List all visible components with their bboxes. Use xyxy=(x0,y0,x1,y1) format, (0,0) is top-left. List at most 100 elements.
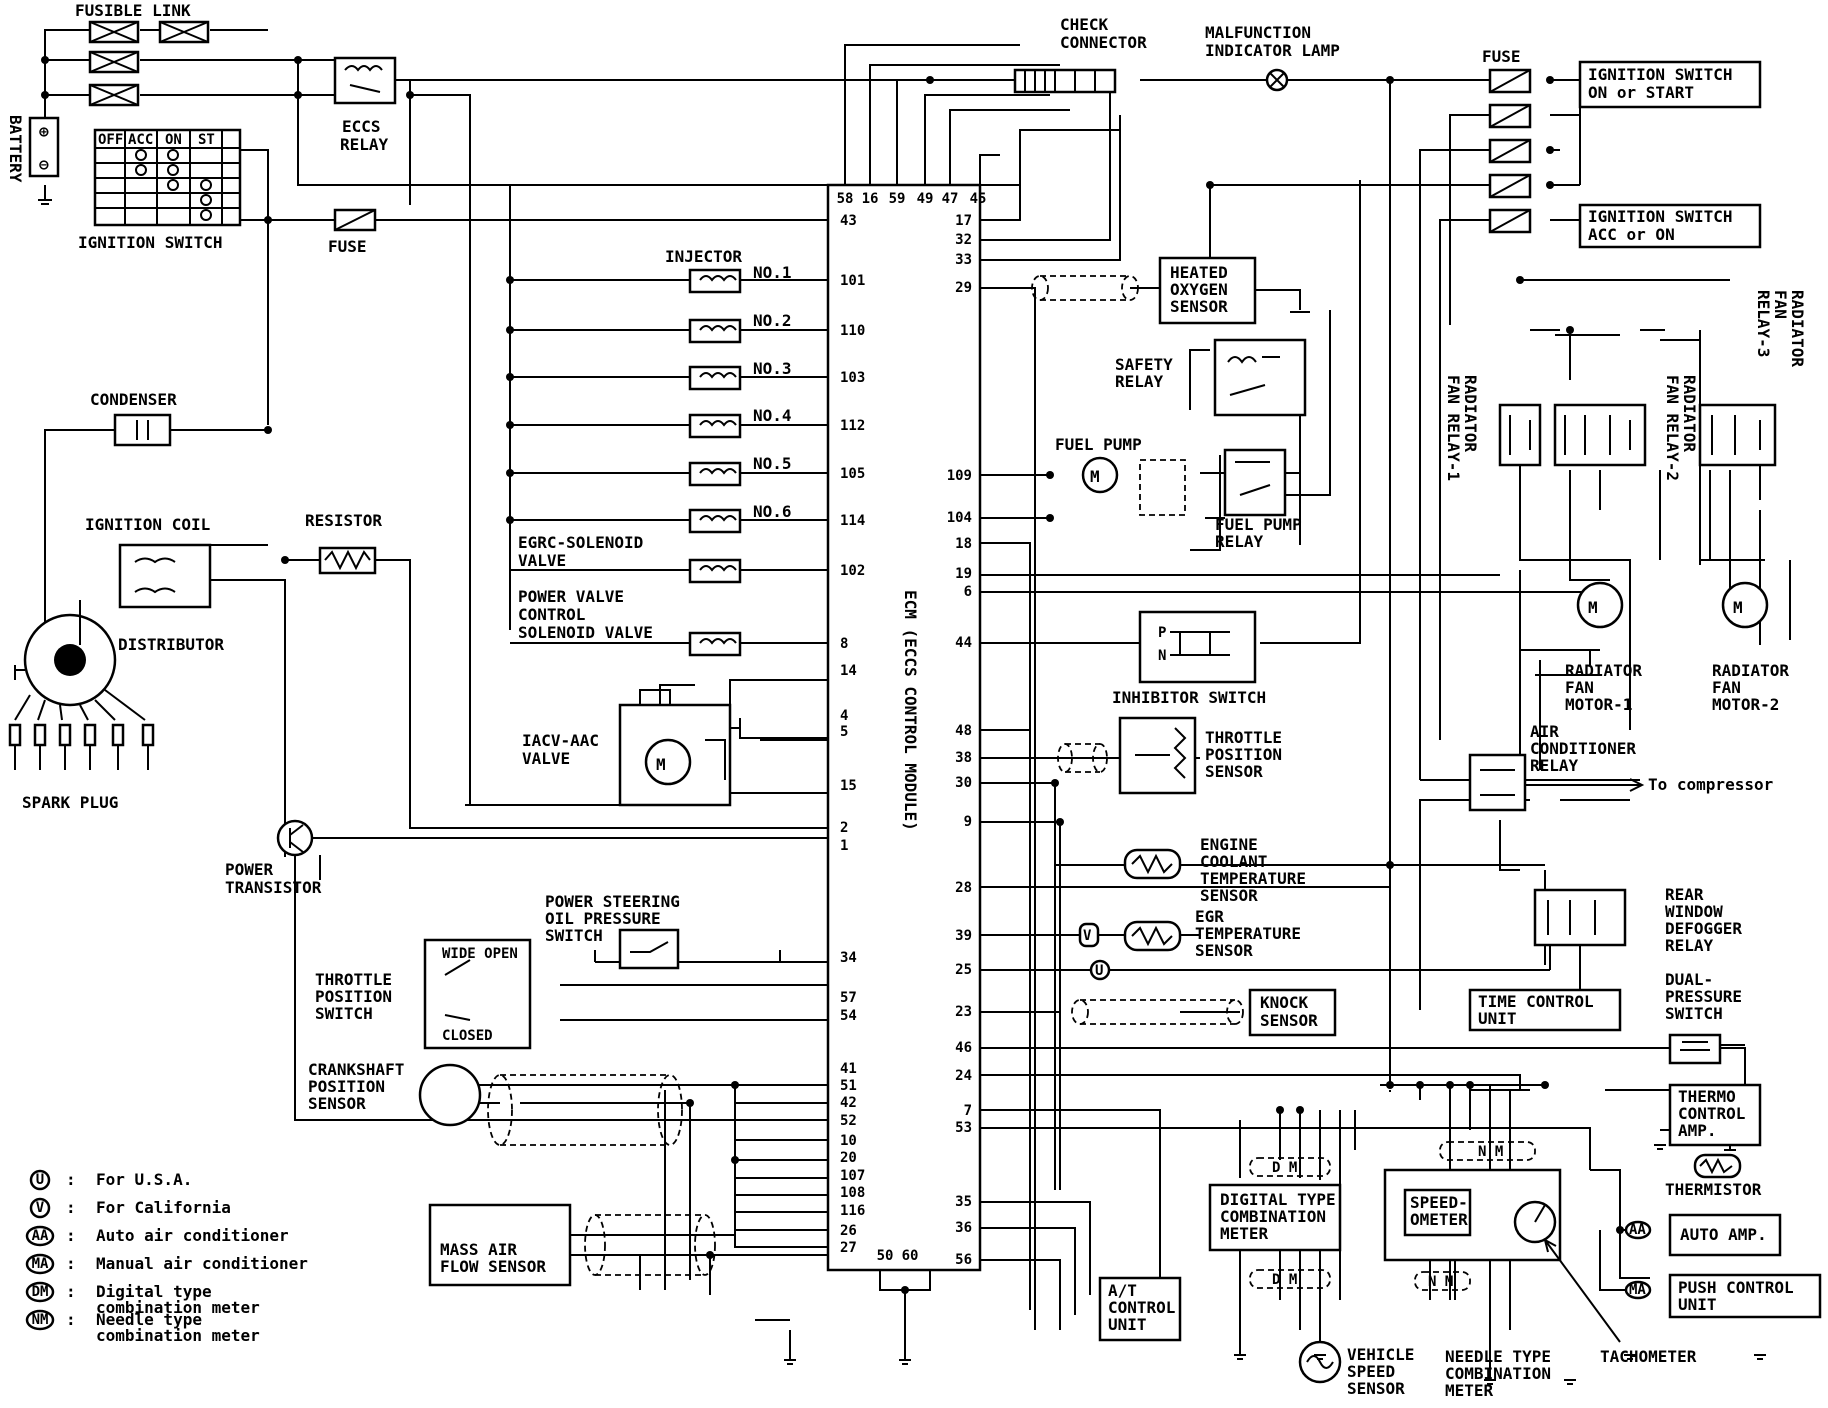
condenser: CONDENSER xyxy=(90,390,177,447)
injector-no1: NO.1 xyxy=(753,263,792,282)
time-control-line-2: UNIT xyxy=(1478,1009,1517,1028)
malfunction-indicator-lamp: MALFUNCTION INDICATOR LAMP xyxy=(1205,23,1340,92)
legend-symbol-text: AA xyxy=(32,1228,49,1244)
nm-top: N M xyxy=(1478,1144,1503,1160)
knock-line-2: SENSOR xyxy=(1260,1011,1318,1030)
vehicle-speed-sensor: VEHICLE SPEED SENSOR xyxy=(1298,1340,1414,1398)
ecm-pin-right-104: 104 xyxy=(947,510,972,526)
ecm-pin-left-105: 105 xyxy=(840,466,865,482)
pvc-line-1: POWER VALVE xyxy=(518,587,624,606)
tachometer-caption: TACHOMETER xyxy=(1544,1239,1697,1366)
needle-meter-line-2: COMBINATION xyxy=(1445,1364,1551,1383)
resistor: RESISTOR xyxy=(305,511,382,575)
ecm-pin-right-36: 36 xyxy=(955,1220,972,1236)
ac-relay-line-3: RELAY xyxy=(1530,756,1579,775)
needle-combination-meter: N M N M SPEED- OMETER xyxy=(1383,1141,1562,1291)
legend-text: For U.S.A. xyxy=(96,1170,192,1189)
ecm-pin-right-39: 39 xyxy=(955,928,972,944)
air-conditioner-relay: AIR CONDITIONER RELAY To compressor xyxy=(1468,722,1773,812)
ign-pos-on: ON xyxy=(165,132,182,148)
speedometer-line-1: SPEED- xyxy=(1410,1193,1468,1212)
egr-temp-line-2: TEMPERATURE xyxy=(1195,924,1301,943)
legend-colon: : xyxy=(66,1254,76,1273)
ignition-coil-label: IGNITION COIL xyxy=(85,515,210,534)
rfr3-line-3: RELAY-3 xyxy=(1754,290,1773,357)
ecm-pin-left-52: 52 xyxy=(840,1113,857,1129)
heated-oxygen-sensor: HEATED OXYGEN SENSOR xyxy=(1031,256,1310,325)
crank-line-1: CRANKSHAFT xyxy=(308,1060,404,1079)
injector-no3: NO.3 xyxy=(753,359,792,378)
maf-line-1: MASS AIR xyxy=(440,1240,517,1259)
crankshaft-position-sensor: CRANKSHAFT POSITION SENSOR xyxy=(308,1060,683,1146)
tps-switch-line-3: SWITCH xyxy=(315,1004,373,1023)
egr-temp-line-3: SENSOR xyxy=(1195,941,1253,960)
fuel-pump-relay-line-1: FUEL PUMP xyxy=(1215,515,1302,534)
egrc-line-2: VALVE xyxy=(518,551,566,570)
legend-symbol-text: MA xyxy=(32,1256,49,1272)
legend-colon: : xyxy=(66,1282,76,1301)
dm-bottom: D M xyxy=(1272,1272,1297,1288)
pvc-line-3: SOLENOID VALVE xyxy=(518,623,653,642)
radiator-fan-relay-1: RADIATOR FAN RELAY-1 xyxy=(1444,375,1542,481)
at-control-line-3: UNIT xyxy=(1108,1315,1147,1334)
mil-line-2: INDICATOR LAMP xyxy=(1205,41,1340,60)
ignition-switch-label: IGNITION SWITCH xyxy=(78,233,223,252)
ecm-pin-left-1: 1 xyxy=(840,838,848,854)
legend-symbol-v xyxy=(29,1197,51,1219)
engine-coolant-temp-sensor: ENGINE COOLANT TEMPERATURE SENSOR xyxy=(1123,835,1306,905)
tps-switch-line-1: THROTTLE xyxy=(315,970,392,989)
rfr2-line-1: RADIATOR xyxy=(1680,375,1699,452)
ecm-pin-right-7: 7 xyxy=(964,1103,972,1119)
ecm-pin-left-103: 103 xyxy=(840,370,865,386)
ecm-pin-left-27: 27 xyxy=(840,1240,857,1256)
radiator-fan-motor-1: M RADIATOR FAN MOTOR-1 xyxy=(1565,581,1642,714)
thermo-line-2: CONTROL xyxy=(1678,1104,1745,1123)
tachometer-label: TACHOMETER xyxy=(1600,1347,1697,1366)
ect-line-2: COOLANT xyxy=(1200,852,1267,871)
check-connector-line-1: CHECK xyxy=(1060,15,1109,34)
ecm-pin-right-109: 109 xyxy=(947,468,972,484)
at-control-unit: A/T CONTROL UNIT xyxy=(1098,1276,1182,1342)
knock-line-1: KNOCK xyxy=(1260,993,1309,1012)
at-control-line-1: A/T xyxy=(1108,1281,1137,1300)
ecm-pin-right-53: 53 xyxy=(955,1120,972,1136)
safety-relay: SAFETY RELAY xyxy=(1115,338,1307,417)
ignition-acc-on-box: IGNITION SWITCH ACC or ON xyxy=(1578,203,1762,249)
ecm-module: ECM (ECCS CONTROL MODULE) xyxy=(826,183,982,1272)
injector-label: INJECTOR xyxy=(665,247,742,266)
ecm-pin-right-25: 25 xyxy=(955,962,972,978)
condenser-label: CONDENSER xyxy=(90,390,177,409)
needle-meter-line-3: METER xyxy=(1445,1381,1494,1400)
rfr1-line-2: FAN RELAY-1 xyxy=(1444,375,1463,481)
vss-line-1: VEHICLE xyxy=(1347,1345,1414,1364)
digital-meter-line-3: METER xyxy=(1220,1224,1269,1243)
ecm-pin-right-30: 30 xyxy=(955,775,972,791)
legend-colon: : xyxy=(66,1226,76,1245)
ecm-pin-left-51: 51 xyxy=(840,1078,857,1094)
ignition-on-start-box: IGNITION SWITCH ON or START xyxy=(1578,60,1762,109)
legend-symbol-ma xyxy=(25,1253,55,1275)
mass-air-flow-sensor: MASS AIR FLOW SENSOR xyxy=(428,1203,716,1287)
ecm-pin-left-54: 54 xyxy=(840,1008,857,1024)
ecm-pin-left-114: 114 xyxy=(840,513,865,529)
ecm-pin-right-17: 17 xyxy=(955,213,972,229)
fuel-pump: M FUEL PUMP xyxy=(1055,435,1186,516)
svg-text:M: M xyxy=(656,755,666,774)
injector-no6: NO.6 xyxy=(753,502,792,521)
usa-marker-25: U xyxy=(1089,959,1111,981)
fuse-right-label: FUSE xyxy=(1482,47,1521,66)
safety-relay-line-1: SAFETY xyxy=(1115,355,1173,374)
ignition-coil: IGNITION COIL xyxy=(85,515,212,609)
rfm2-line-1: RADIATOR xyxy=(1712,661,1789,680)
ecm-pin-right-6: 6 xyxy=(964,584,972,600)
ecm-pin-top-16: 16 xyxy=(862,191,879,207)
nm-bottom: N M xyxy=(1428,1274,1453,1290)
ecm-pin-left-14: 14 xyxy=(840,663,857,679)
ign-on-start-line-1: IGNITION SWITCH xyxy=(1588,65,1733,84)
power-transistor: POWER TRANSISTOR xyxy=(225,819,322,897)
legend-symbol-aa xyxy=(25,1225,55,1247)
knock-sensor: KNOCK SENSOR xyxy=(1071,988,1337,1037)
rfr3-line-2: FAN xyxy=(1771,290,1790,319)
